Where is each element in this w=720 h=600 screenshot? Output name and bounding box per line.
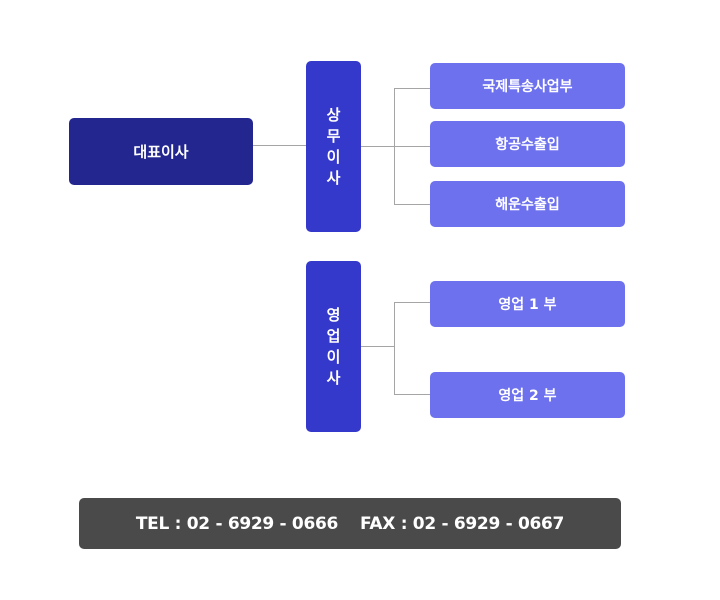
director-char: 영 <box>326 305 341 324</box>
connector-director2-spine <box>394 302 395 395</box>
director-char: 상 <box>326 105 341 124</box>
director-char: 이 <box>326 147 341 166</box>
director-char: 이 <box>326 347 341 366</box>
connector-dept4 <box>394 302 430 303</box>
dept-international-express-box: 국제특송사업부 <box>430 63 625 109</box>
dept-sales-2-box: 영업 2 부 <box>430 372 625 418</box>
dept-label: 영업 1 부 <box>498 297 557 313</box>
dept-label: 영업 2 부 <box>498 388 557 404</box>
fax-text: FAX : 02 - 6929 - 0667 <box>360 513 565 534</box>
dept-label: 해운수출입 <box>495 197 560 213</box>
sales-director-box: 영 업 이 사 <box>306 261 361 432</box>
ceo-box: 대표이사 <box>69 118 253 185</box>
connector-dept5 <box>394 394 430 395</box>
dept-sales-1-box: 영업 1 부 <box>430 281 625 327</box>
director-char: 무 <box>326 126 341 145</box>
ceo-label: 대표이사 <box>133 143 189 161</box>
connector-dept2 <box>394 146 430 147</box>
tel-text: TEL : 02 - 6929 - 0666 <box>135 513 339 534</box>
dept-label: 항공수출입 <box>495 137 560 153</box>
dept-label: 국제특송사업부 <box>482 79 573 95</box>
connector-ceo-director <box>253 145 306 146</box>
connector-director1-branch <box>361 146 394 147</box>
contact-bar: TEL : 02 - 6929 - 0666 FAX : 02 - 6929 -… <box>79 498 621 549</box>
managing-director-box: 상 무 이 사 <box>306 61 361 232</box>
connector-director2-branch <box>361 346 394 347</box>
dept-air-import-export-box: 항공수출입 <box>430 121 625 167</box>
connector-dept3 <box>394 204 430 205</box>
director-char: 사 <box>326 168 341 187</box>
director-char: 업 <box>326 326 341 345</box>
dept-ocean-import-export-box: 해운수출입 <box>430 181 625 227</box>
director-char: 사 <box>326 368 341 387</box>
connector-dept1 <box>394 88 430 89</box>
